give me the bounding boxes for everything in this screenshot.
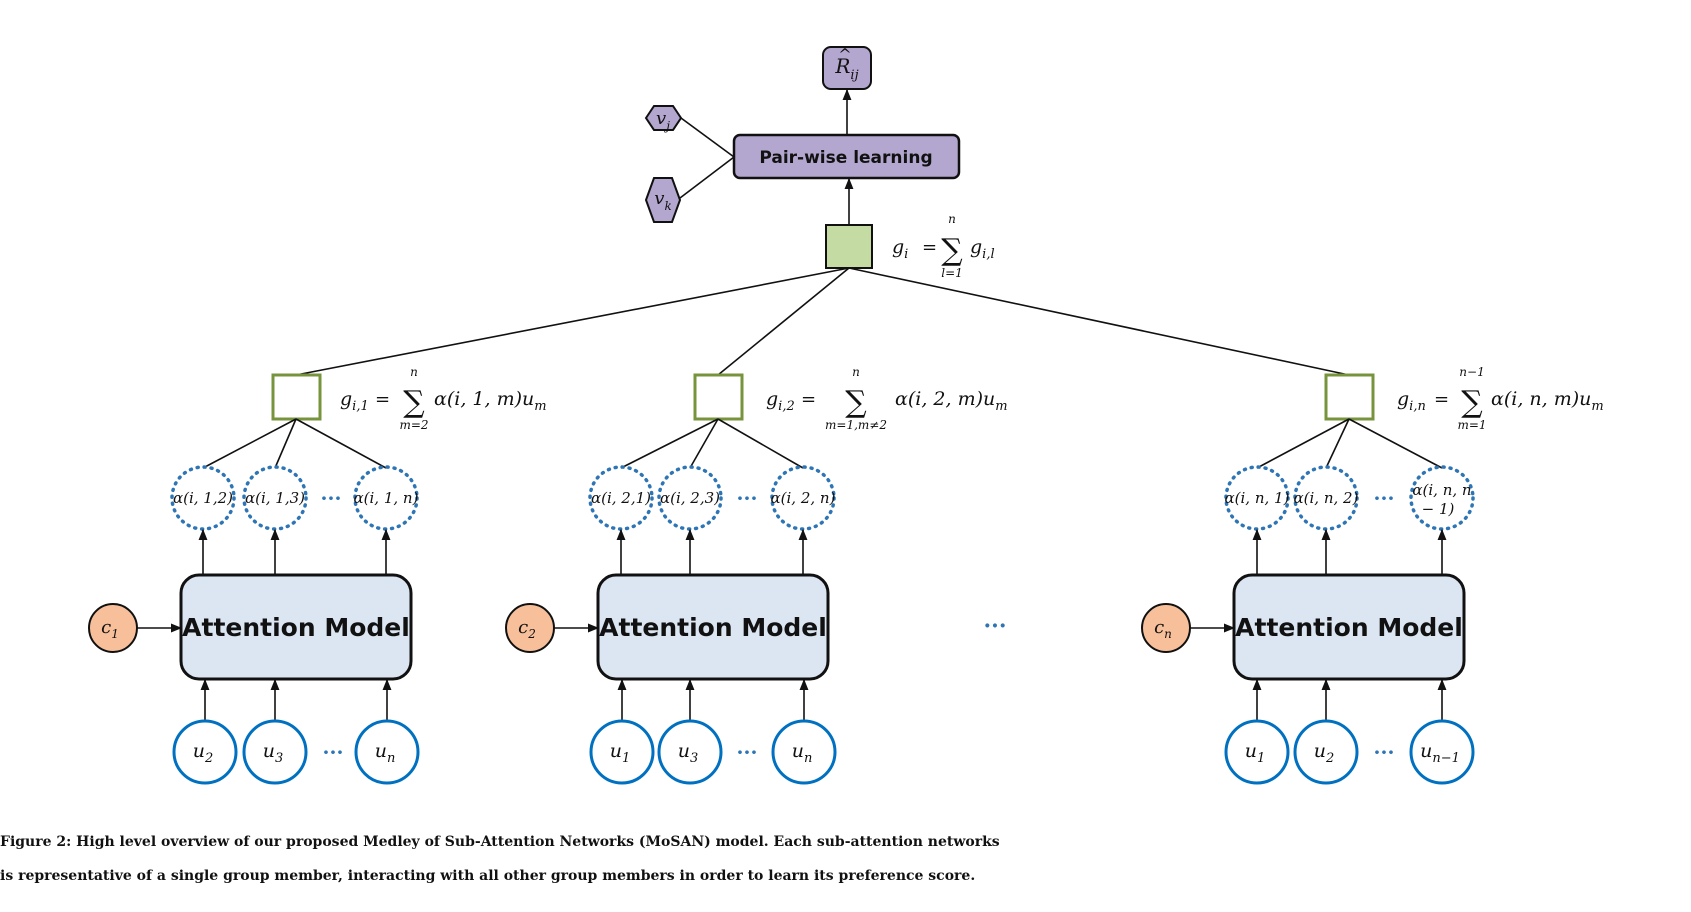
g-equation-eq: = xyxy=(375,389,390,410)
g-equation-rhs: α(i, 1, m)um xyxy=(434,388,547,414)
member-input-node-1 xyxy=(1224,719,1290,785)
alpha-node-3-label: α(i, 1, n) xyxy=(354,489,419,507)
g-equation-sum: ∑ xyxy=(403,385,425,420)
pairwise-learning-label: Pair-wise learning xyxy=(759,148,932,168)
alpha3-to-score-line xyxy=(295,418,387,469)
member-input-node-1 xyxy=(589,719,655,785)
context-node-label: c2 xyxy=(518,617,536,641)
figure-caption-line-1: Figure 2: High level overview of our pro… xyxy=(0,834,1000,850)
alpha-ellipsis: ··· xyxy=(321,486,342,510)
item-vj-label: vj xyxy=(656,108,670,133)
alpha2-to-score-line xyxy=(689,418,719,469)
diagram-canvas: Rij ^ Pair-wise learning vj vk gi = ∑ n … xyxy=(88,45,1604,785)
item-vk-hexagon xyxy=(644,177,682,223)
alpha-node-3-label-line1: α(i, n, n xyxy=(1412,481,1471,499)
figure-caption-line-2: is representative of a single group memb… xyxy=(0,868,976,884)
alpha2-to-score-line xyxy=(1325,418,1350,469)
member-input-node-2 xyxy=(657,719,723,785)
vj-to-pairwise-line xyxy=(680,117,735,158)
g-equation-eq: = xyxy=(801,389,816,410)
member-input-2-label: u3 xyxy=(678,740,699,766)
member-score-node xyxy=(1324,373,1375,421)
g-equation-eq: = xyxy=(1434,389,1449,410)
attention-model-label: Attention Model xyxy=(182,613,410,642)
member-input-1-label: u2 xyxy=(193,740,214,766)
gi-to-group2-line xyxy=(717,267,850,376)
g-equation-sum-bottom: m=1 xyxy=(1457,418,1486,432)
gi-equation-sum-top: n xyxy=(948,212,956,226)
item-vk-label: vk xyxy=(654,188,671,213)
member-input-1-label: u1 xyxy=(610,740,631,766)
gi-equation-sum: ∑ xyxy=(941,233,963,268)
gi-to-groupn-line xyxy=(848,267,1350,376)
g-equation-sum-top: n−1 xyxy=(1459,365,1484,379)
subnetwork-group-n: gi,n = ∑ n−1 m=1 α(i, n, m)um α(i, n, 1)… xyxy=(1141,365,1604,785)
gi-equation-sum-bottom: l=1 xyxy=(941,266,963,280)
alpha-node-2-label: α(i, 2,3) xyxy=(660,489,720,507)
output-rating-label: Rij xyxy=(834,54,858,83)
alpha-ellipsis: ··· xyxy=(737,486,758,510)
member-input-3-label: un xyxy=(375,740,396,766)
alpha-node-3-label: α(i, 2, n) xyxy=(771,489,836,507)
member-input-node-3 xyxy=(1409,719,1475,785)
alpha-node-3-label-line2: − 1) xyxy=(1422,500,1455,518)
g-equation-rhs: α(i, 2, m)um xyxy=(895,388,1008,414)
g-equation-lhs: gi,2 xyxy=(766,388,795,414)
context-node-label: cn xyxy=(1154,617,1172,641)
member-input-node-2 xyxy=(1293,719,1359,785)
alpha3-to-score-line xyxy=(717,418,804,469)
member-input-node-2 xyxy=(242,719,308,785)
input-ellipsis: ··· xyxy=(737,740,758,764)
g-equation-sum: ∑ xyxy=(845,385,867,420)
output-rating-hat: ^ xyxy=(838,45,851,64)
input-ellipsis: ··· xyxy=(323,740,344,764)
alpha-node-2-label: α(i, n, 2) xyxy=(1294,489,1359,507)
subnetwork-group-2: gi,2 = ∑ n m=1,m≠2 α(i, 2, m)um α(i, 2,1… xyxy=(505,365,1008,785)
alpha1-to-score-line xyxy=(202,418,297,469)
alpha3-to-score-line xyxy=(1348,418,1443,469)
member-score-node xyxy=(271,373,322,421)
g-equation-rhs: α(i, n, m)um xyxy=(1491,388,1604,414)
g-equation-sum-top: n xyxy=(410,365,418,379)
alpha-ellipsis: ··· xyxy=(1374,486,1395,510)
gi-equation-eq: = xyxy=(922,237,937,258)
member-input-2-label: u2 xyxy=(1314,740,1335,766)
g-equation-sum-top: n xyxy=(852,365,860,379)
member-input-1-label: u1 xyxy=(1245,740,1266,766)
alpha-node-1-label: α(i, n, 1) xyxy=(1225,489,1290,507)
gi-equation-lhs: gi xyxy=(892,236,908,262)
g-equation-lhs: gi,n xyxy=(1397,388,1426,414)
member-input-node-3 xyxy=(354,719,420,785)
attention-model-label: Attention Model xyxy=(599,613,827,642)
subnetwork-group-1: gi,1 = ∑ n m=2 α(i, 1, m)um α(i, 1,2) α(… xyxy=(88,365,547,785)
middle-groups-ellipsis: ··· xyxy=(984,613,1007,639)
g-equation-sum-bottom: m=2 xyxy=(399,418,428,432)
attention-model-label: Attention Model xyxy=(1235,613,1463,642)
member-input-2-label: u3 xyxy=(263,740,284,766)
g-equation-sum: ∑ xyxy=(1461,385,1483,420)
member-input-3-label: un xyxy=(792,740,813,766)
member-score-node xyxy=(693,373,744,421)
input-ellipsis: ··· xyxy=(1374,740,1395,764)
alpha2-to-score-line xyxy=(274,418,297,469)
member-input-3-label: un−1 xyxy=(1420,740,1460,766)
figure-caption: Figure 2: High level overview of our pro… xyxy=(0,825,1691,893)
g-equation-lhs: gi,1 xyxy=(340,388,369,414)
member-input-node-3 xyxy=(771,719,837,785)
alpha-node-1-label: α(i, 2,1) xyxy=(591,489,651,507)
alpha-node-2-label: α(i, 1,3) xyxy=(245,489,305,507)
group-score-node xyxy=(825,224,873,269)
gi-equation-rhs: gi,l xyxy=(970,236,995,262)
g-equation-sum-bottom: m=1,m≠2 xyxy=(825,418,887,432)
alpha1-to-score-line xyxy=(620,418,719,469)
gi-to-group1-line xyxy=(295,267,850,376)
alpha1-to-score-line xyxy=(1256,418,1350,469)
vk-to-pairwise-line xyxy=(679,156,735,199)
context-node-label: c1 xyxy=(101,617,119,641)
member-input-node-1 xyxy=(172,719,238,785)
alpha-node-1-label: α(i, 1,2) xyxy=(173,489,233,507)
